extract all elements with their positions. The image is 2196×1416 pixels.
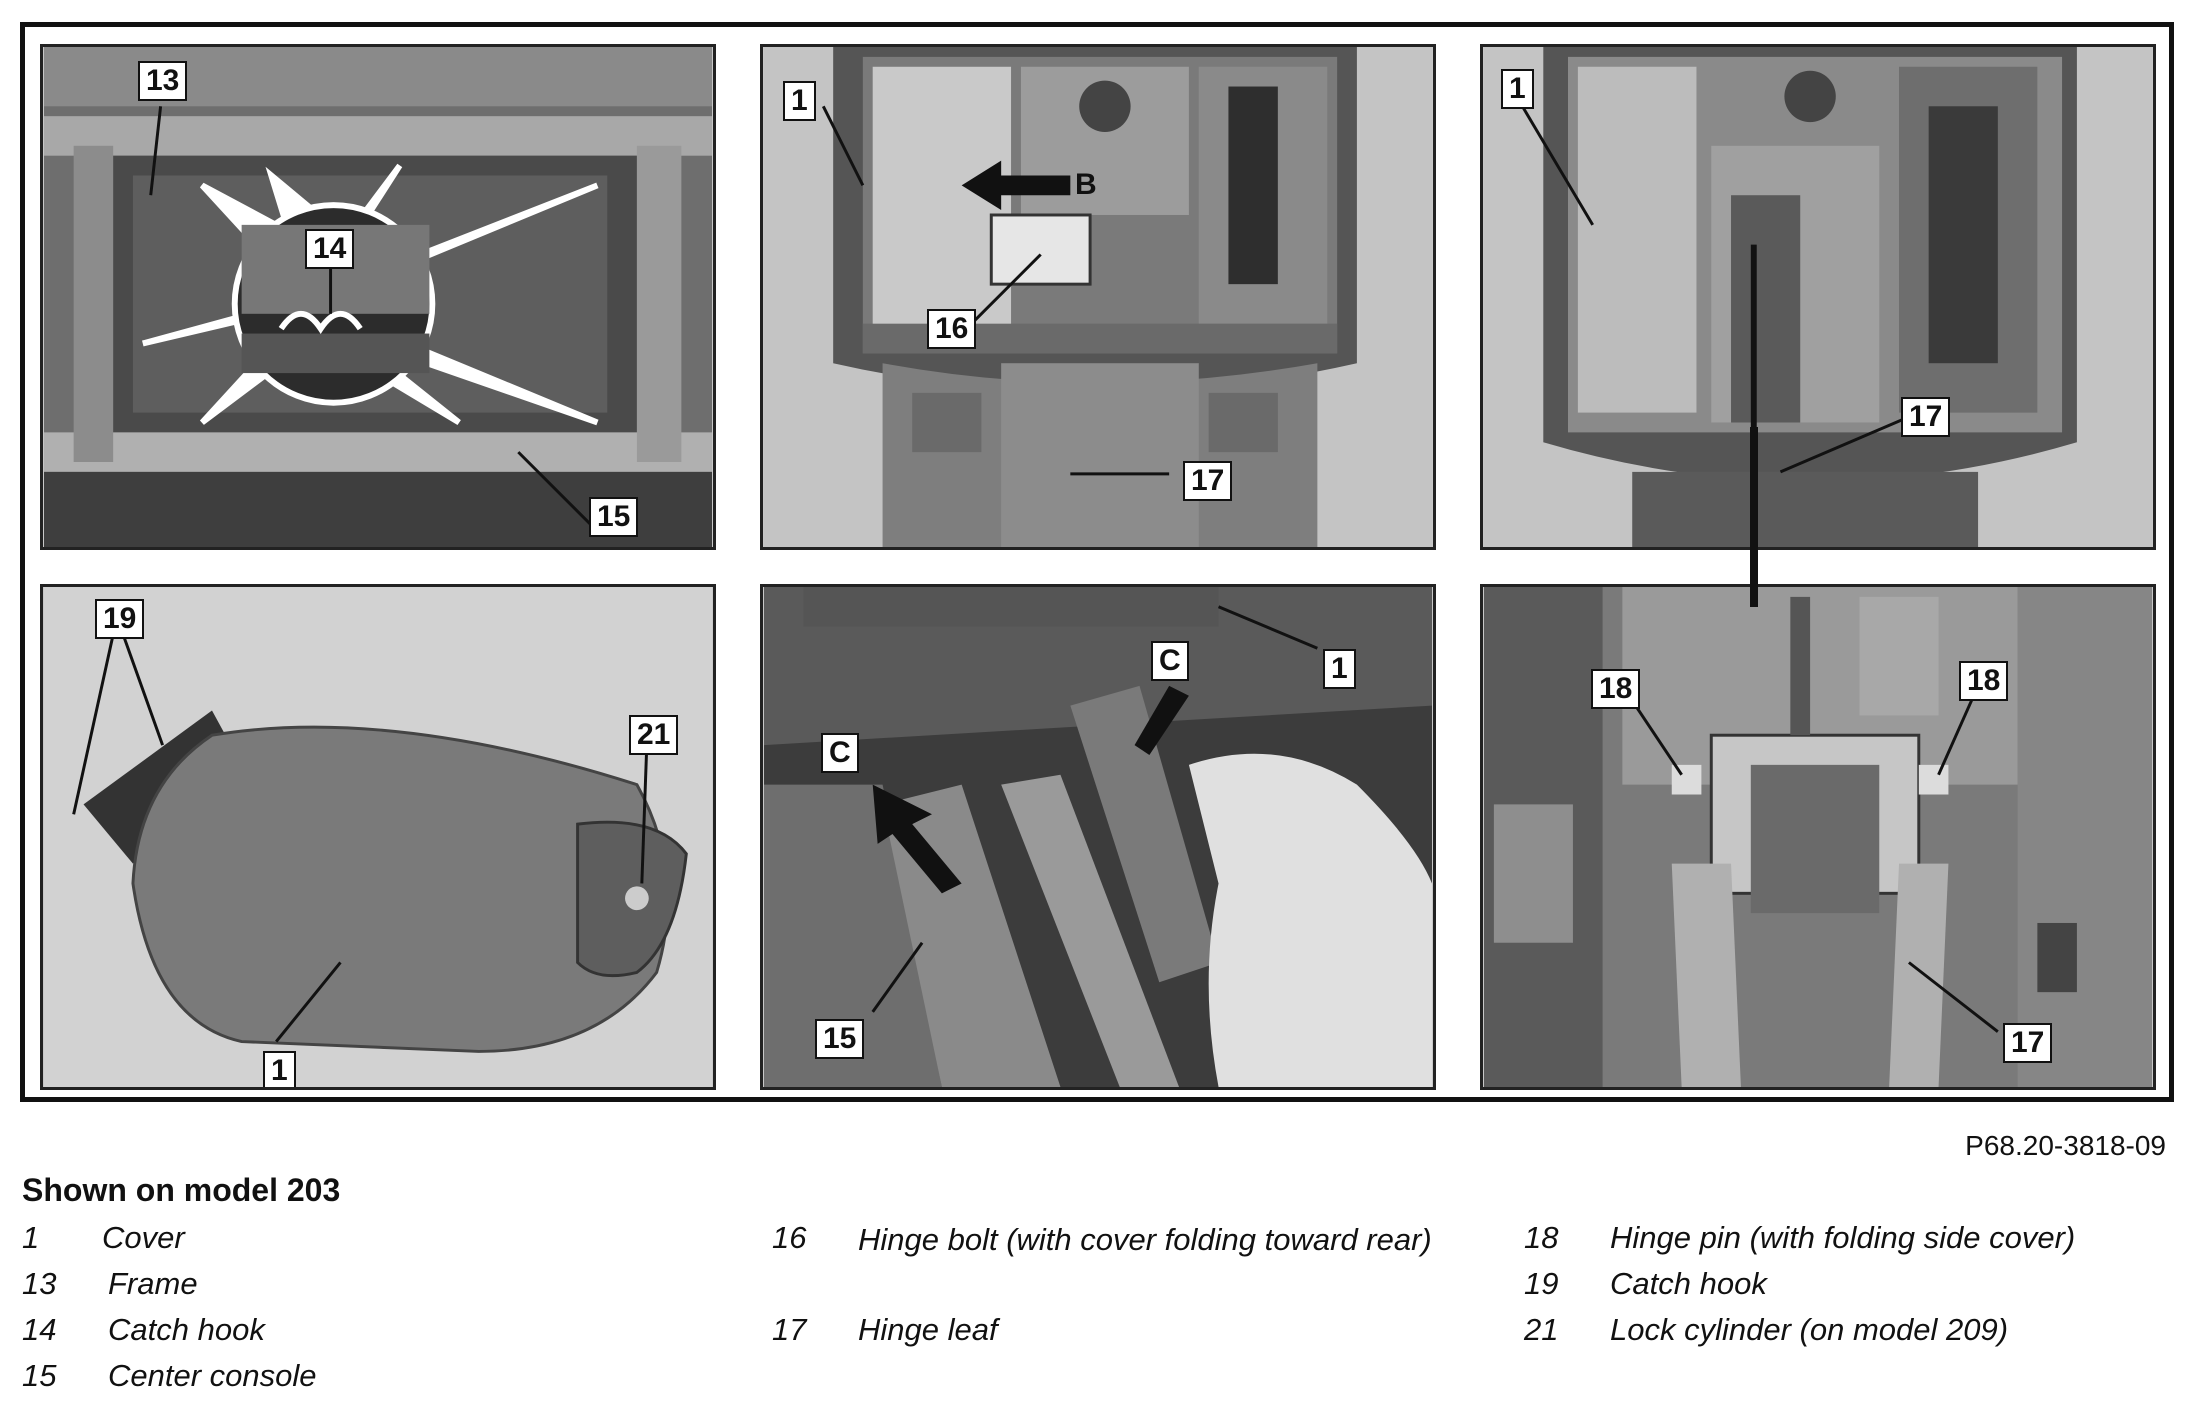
callout-14: 14 [305, 229, 355, 269]
panel-pry-cover: 1 C C 15 [760, 584, 1436, 1090]
panel-hinge-leaf: 1 17 [1480, 44, 2156, 550]
legend-item: 18 Hinge pin (with folding side cover) [1524, 1216, 2184, 1262]
legend-item: 15 Center console [22, 1354, 722, 1400]
callout-1: 1 [1323, 649, 1356, 689]
legend-item: 13 Frame [22, 1262, 722, 1308]
photo-cover-removed [44, 587, 712, 1087]
legend-text: Hinge pin (with folding side cover) [1610, 1220, 2076, 1255]
photo-frame-catch-hook [44, 47, 712, 547]
legend-number: 15 [22, 1358, 57, 1393]
legend-item: 19 Catch hook [1524, 1262, 2184, 1308]
legend-text: Hinge leaf [858, 1312, 998, 1347]
legend-number: 21 [1524, 1312, 1559, 1347]
legend-text: Cover [102, 1220, 185, 1255]
callout-15: 15 [815, 1019, 865, 1059]
legend-column-3: 18 Hinge pin (with folding side cover) 1… [1524, 1216, 2184, 1354]
photo-hinge-bolt [764, 47, 1432, 547]
panel-frame-catch-hook: 13 14 15 [40, 44, 716, 550]
legend-text: Hinge bolt (with cover folding toward re… [858, 1222, 1432, 1257]
panel-cover-removed: 19 21 1 [40, 584, 716, 1090]
callout-19: 19 [95, 599, 145, 639]
callout-b: B [1075, 168, 1097, 201]
legend-column-1: 1 Cover 13 Frame 14 Catch hook 15 Center… [22, 1216, 722, 1400]
legend-item: 17 Hinge leaf [772, 1308, 1472, 1354]
callout-18-left: 18 [1591, 669, 1641, 709]
legend-column-2: 16 Hinge bolt (with cover folding toward… [772, 1216, 1472, 1354]
callout-13: 13 [138, 61, 188, 101]
callout-c-left: C [821, 733, 859, 773]
legend-text: Center console [108, 1358, 317, 1393]
figure-frame: 13 14 15 1 B 16 17 [20, 22, 2174, 1102]
callout-18-right: 18 [1959, 661, 2009, 701]
legend-text: Catch hook [1610, 1266, 1767, 1301]
legend-text: Catch hook [108, 1312, 265, 1347]
legend-item: 16 Hinge bolt (with cover folding toward… [772, 1216, 1472, 1308]
callout-17: 17 [1183, 461, 1233, 501]
legend-item: 1 Cover [22, 1216, 722, 1262]
callout-17: 17 [1901, 397, 1951, 437]
legend-text: Lock cylinder (on model 209) [1610, 1312, 2009, 1347]
caption-title: Shown on model 203 [22, 1172, 341, 1208]
legend-number: 19 [1524, 1266, 1559, 1301]
legend-item: 21 Lock cylinder (on model 209) [1524, 1308, 2184, 1354]
callout-21: 21 [629, 715, 679, 755]
legend-number: 16 [772, 1220, 807, 1255]
callout-17: 17 [2003, 1023, 2053, 1063]
legend-number: 14 [22, 1312, 57, 1347]
callout-1: 1 [263, 1051, 296, 1087]
callout-1: 1 [1501, 69, 1534, 109]
panel-hinge-bolt: 1 B 16 17 [760, 44, 1436, 550]
legend-number: 18 [1524, 1220, 1559, 1255]
photo-hinge-leaf [1484, 47, 2152, 547]
callout-15: 15 [589, 497, 639, 537]
legend-number: 13 [22, 1266, 57, 1301]
callout-c-right: C [1151, 641, 1189, 681]
connector-line [1750, 427, 1758, 607]
figure-reference: P68.20-3818-09 [1965, 1130, 2166, 1161]
callout-1: 1 [783, 81, 816, 121]
callout-16: 16 [927, 309, 977, 349]
legend-item: 14 Catch hook [22, 1308, 722, 1354]
legend-number: 17 [772, 1312, 807, 1347]
legend-text: Frame [108, 1266, 198, 1301]
panel-hinge-pins: 18 18 17 [1480, 584, 2156, 1090]
photo-hinge-pins [1484, 587, 2152, 1087]
legend-number: 1 [22, 1220, 40, 1255]
